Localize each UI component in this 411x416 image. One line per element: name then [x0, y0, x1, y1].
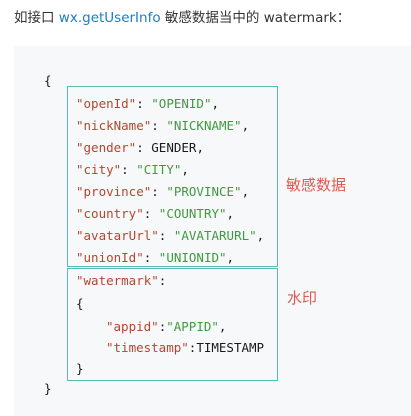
json-key: "appid" [106, 319, 159, 334]
code-line: "province": "PROVINCE", [76, 183, 249, 201]
json-separator: : [143, 250, 159, 265]
json-key: "timestamp" [106, 340, 189, 355]
json-key: "country" [76, 206, 144, 221]
json-trailing-comma: , [181, 162, 189, 177]
code-line: "appid":"APPID", [106, 318, 226, 336]
intro-text: 如接口 wx.getUserInfo 敏感数据当中的 watermark： [14, 8, 350, 28]
json-separator: : [136, 140, 152, 155]
json-separator: : [188, 340, 197, 355]
json-separator: : [143, 206, 159, 221]
code-line: "openId": "OPENID", [76, 95, 219, 113]
intro-prefix: 如接口 [14, 10, 59, 26]
code-block: { "openId": "OPENID","nickName": "NICKNA… [14, 46, 411, 416]
api-name-link[interactable]: wx.getUserInfo [58, 10, 161, 26]
json-separator: : [158, 319, 167, 334]
json-trailing-comma: , [196, 140, 204, 155]
json-key: "openId" [76, 96, 137, 111]
json-value: TIMESTAMP [196, 340, 265, 355]
json-separator: : [121, 162, 137, 177]
json-trailing-comma: , [218, 319, 227, 334]
watermark-key: "watermark" [76, 273, 159, 288]
json-trailing-comma: , [241, 118, 250, 133]
code-line: "gender": GENDER, [76, 139, 204, 157]
code-line: "nickName": "NICKNAME", [76, 117, 249, 135]
watermark-key-line: "watermark": [76, 272, 166, 290]
intro-suffix: 敏感数据当中的 watermark： [160, 10, 351, 26]
json-key: "gender" [76, 140, 137, 155]
json-key: "nickName" [76, 118, 152, 133]
watermark-open-brace: { [76, 296, 84, 311]
json-value: "COUNTRY" [158, 206, 227, 221]
json-value: "UNIONID" [158, 250, 227, 265]
json-key: "city" [76, 162, 122, 177]
watermark-frame [67, 268, 278, 381]
json-trailing-comma: , [256, 228, 265, 243]
json-key: "avatarUrl" [76, 228, 159, 243]
json-separator: : [151, 118, 167, 133]
watermark-separator: : [158, 273, 167, 288]
sensitive-data-frame [67, 86, 278, 267]
json-separator: : [158, 228, 174, 243]
json-value: "PROVINCE" [166, 184, 242, 199]
json-trailing-comma: , [241, 184, 250, 199]
json-trailing-comma: , [226, 206, 235, 221]
code-line: "country": "COUNTRY", [76, 205, 234, 223]
json-value: "OPENID" [151, 96, 212, 111]
json-key: "province" [76, 184, 152, 199]
code-line: "avatarUrl": "AVATARURL", [76, 227, 264, 245]
code-line: "unionId": "UNIONID", [76, 249, 234, 267]
code-line: "timestamp":TIMESTAMP [106, 339, 264, 357]
json-key: "unionId" [76, 250, 144, 265]
open-brace: { [44, 73, 52, 88]
close-brace: } [44, 381, 52, 396]
json-separator: : [151, 184, 167, 199]
json-value: GENDER [151, 140, 197, 155]
json-trailing-comma: , [226, 250, 235, 265]
sensitive-data-label: 敏感数据 [286, 176, 347, 194]
json-value: "NICKNAME" [166, 118, 242, 133]
code-line: "city": "CITY", [76, 161, 189, 179]
watermark-label: 水印 [287, 289, 318, 307]
json-value: "AVATARURL" [173, 228, 257, 243]
json-separator: : [136, 96, 152, 111]
json-value: "APPID" [166, 319, 219, 334]
json-value: "CITY" [136, 162, 182, 177]
json-trailing-comma: , [211, 96, 220, 111]
watermark-close-brace: } [76, 361, 84, 376]
